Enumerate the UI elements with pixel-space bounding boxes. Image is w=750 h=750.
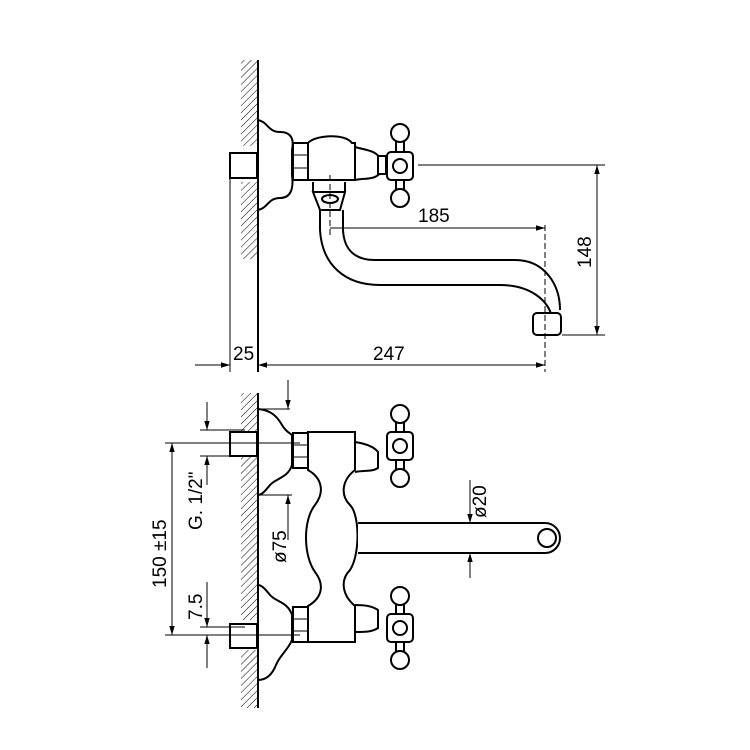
mixer-body (305, 431, 359, 643)
dim-height: 148 (575, 236, 596, 268)
aerator (532, 312, 562, 336)
dim-center-distance: 150 ±15 (150, 519, 171, 588)
dim-spout-diameter: ø20 (470, 485, 491, 518)
spout (319, 210, 561, 318)
dim-thread: G. 1/2" (186, 472, 207, 531)
escutcheon-top (257, 408, 293, 496)
wall-hatch (241, 60, 259, 372)
cross-handle-top (386, 404, 414, 488)
cross-handle-bottom (386, 586, 414, 670)
wall-inlet-top (229, 431, 258, 457)
escutcheon-bottom (257, 584, 293, 681)
wall-inlet (229, 152, 258, 179)
wall-inlet-bottom (229, 623, 258, 649)
escutcheon (257, 119, 294, 211)
dim-total-reach: 247 (373, 344, 405, 365)
spout-front (358, 522, 561, 554)
side-view: 185 148 25 247 (195, 60, 605, 372)
nut (292, 142, 309, 181)
dim-wall-offset: 25 (233, 344, 254, 365)
dim-inlet-offset: 7.5 (186, 594, 207, 620)
valve-body (307, 135, 356, 181)
dim-escutcheon-diameter: ø75 (270, 530, 291, 563)
cross-handle (386, 123, 414, 208)
front-view: ø75 ø20 150 ±15 G. 1/2" 7.5 (150, 380, 561, 708)
dim-spout-reach: 185 (418, 206, 450, 227)
